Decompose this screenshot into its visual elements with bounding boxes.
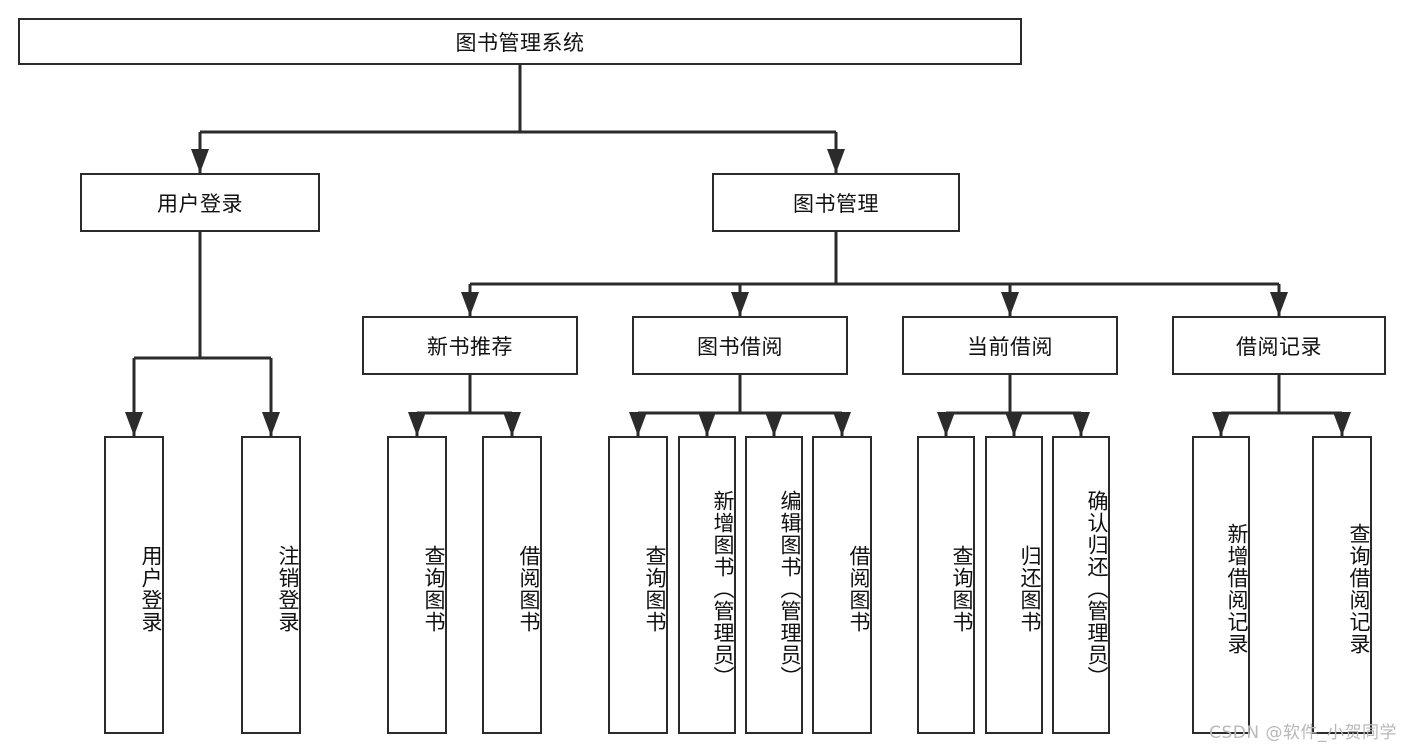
node-n-book-manage[interactable]: 图书管理	[712, 173, 960, 232]
node-l-query-book-1[interactable]: 查询图书	[387, 436, 447, 734]
node-n-book-borrow[interactable]: 图书借阅	[632, 316, 848, 375]
node-label: 新增图书（管理员）	[711, 490, 735, 688]
node-label: 借阅记录	[1236, 334, 1322, 359]
node-label: 归还图书	[1018, 545, 1042, 633]
node-l-return-book[interactable]: 归还图书	[985, 436, 1043, 734]
node-l-logout[interactable]: 注销登录	[241, 436, 301, 734]
node-l-query-book-3[interactable]: 查询图书	[917, 436, 975, 734]
node-label: 新书推荐	[427, 334, 513, 359]
node-label: 当前借阅	[967, 334, 1053, 359]
node-label: 注销登录	[276, 545, 300, 633]
edge-arrowhead-icon	[827, 149, 845, 173]
node-label: 确认归还（管理员）	[1085, 490, 1109, 688]
node-l-add-book[interactable]: 新增图书（管理员）	[678, 436, 736, 734]
node-l-edit-book[interactable]: 编辑图书（管理员）	[745, 436, 803, 734]
edge-arrowhead-icon	[125, 412, 143, 436]
edge-arrowhead-icon	[408, 412, 426, 436]
node-label: 用户登录	[139, 545, 163, 633]
edge-arrowhead-icon	[937, 412, 955, 436]
edge-arrowhead-icon	[1001, 292, 1019, 316]
node-label: 借阅图书	[847, 545, 871, 633]
node-label: 查询图书	[950, 545, 974, 633]
edge-arrowhead-icon	[629, 412, 647, 436]
edge-arrowhead-icon	[833, 412, 851, 436]
node-l-borrow-book-1[interactable]: 借阅图书	[482, 436, 542, 734]
node-root[interactable]: 图书管理系统	[18, 18, 1022, 65]
node-label: 编辑图书（管理员）	[778, 490, 802, 688]
node-n-user-login[interactable]: 用户登录	[80, 173, 320, 232]
node-l-query-book-2[interactable]: 查询图书	[608, 436, 668, 734]
watermark: CSDN @软件_小贺同学	[1209, 723, 1397, 743]
node-l-add-record[interactable]: 新增借阅记录	[1192, 436, 1250, 734]
node-label: 图书管理系统	[455, 30, 585, 55]
node-label: 新增借阅记录	[1225, 523, 1249, 655]
node-label: 图书借阅	[697, 334, 783, 359]
node-label: 查询借阅记录	[1347, 523, 1371, 655]
edge-arrowhead-icon	[1333, 412, 1351, 436]
node-label: 借阅图书	[517, 545, 541, 633]
node-l-query-record[interactable]: 查询借阅记录	[1312, 436, 1372, 734]
edge-arrowhead-icon	[461, 292, 479, 316]
node-l-confirm-return[interactable]: 确认归还（管理员）	[1052, 436, 1110, 734]
edge-arrowhead-icon	[1212, 412, 1230, 436]
node-n-current-borrow[interactable]: 当前借阅	[902, 316, 1118, 375]
node-label: 查询图书	[643, 545, 667, 633]
edge-arrowhead-icon	[765, 412, 783, 436]
edge-arrowhead-icon	[698, 412, 716, 436]
edge-arrowhead-icon	[1072, 412, 1090, 436]
edge-arrowhead-icon	[191, 149, 209, 173]
node-l-user-login[interactable]: 用户登录	[104, 436, 164, 734]
node-n-borrow-record[interactable]: 借阅记录	[1172, 316, 1386, 375]
edge-arrowhead-icon	[1005, 412, 1023, 436]
node-label: 图书管理	[793, 191, 879, 216]
edge-arrowhead-icon	[262, 412, 280, 436]
node-n-new-book-rec[interactable]: 新书推荐	[362, 316, 578, 375]
edge-arrowhead-icon	[1270, 292, 1288, 316]
node-label: 查询图书	[422, 545, 446, 633]
edge-arrowhead-icon	[503, 412, 521, 436]
edge-arrowhead-icon	[731, 292, 749, 316]
node-label: 用户登录	[157, 191, 243, 216]
node-l-borrow-book-2[interactable]: 借阅图书	[812, 436, 872, 734]
